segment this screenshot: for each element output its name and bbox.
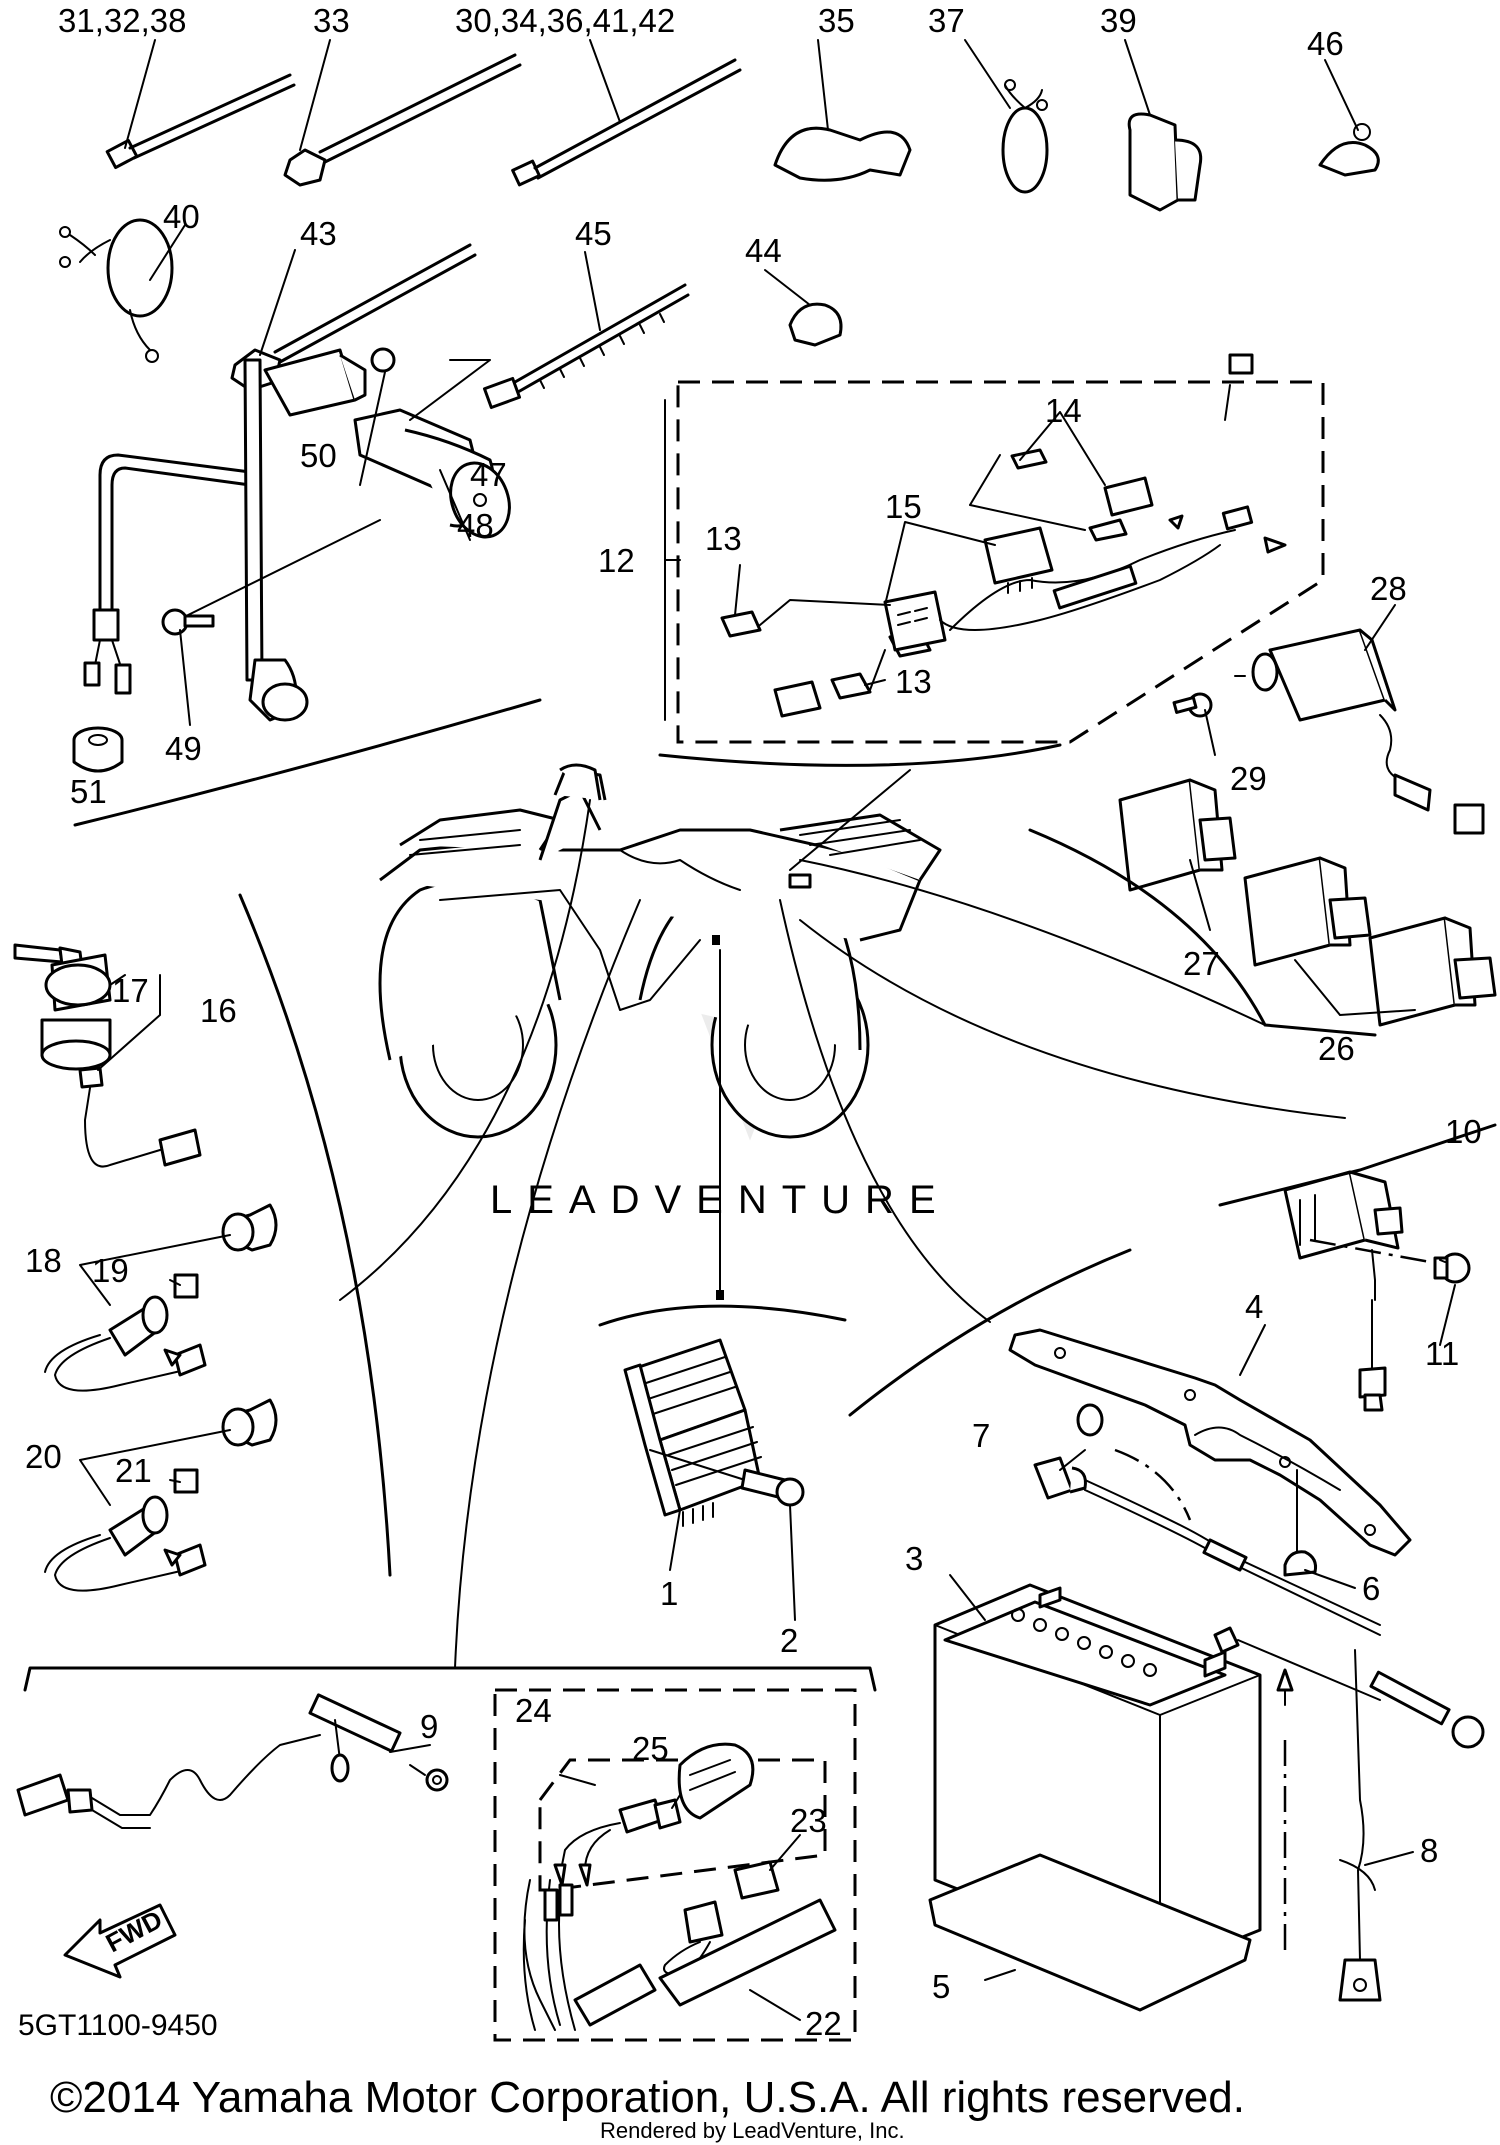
- callout-48: 48: [457, 507, 494, 544]
- callout-17: 17: [112, 972, 149, 1009]
- callout-5: 5: [932, 1968, 950, 2005]
- wire-harness-9: [16, 1693, 449, 1829]
- battery-bracket-4: [1008, 1328, 1412, 1557]
- callout-51: 51: [70, 773, 107, 810]
- callout-8: 8: [1420, 1832, 1438, 1869]
- callout-18: 18: [25, 1242, 62, 1279]
- cable-tie-31-32-38: [105, 73, 296, 170]
- callout-13b: 13: [895, 663, 932, 700]
- throttle-assembly: [72, 347, 511, 773]
- callout-10: 10: [1445, 1113, 1482, 1150]
- clip-44: [788, 302, 843, 347]
- group-bracket-bottom: [23, 1666, 877, 1692]
- callout-43: 43: [300, 215, 337, 252]
- callout-31-32-38: 31,32,38: [58, 2, 186, 39]
- clip-35: [773, 126, 912, 182]
- indicator-light-20: [44, 1398, 278, 1592]
- diagram-code: 5GT1100-9450: [18, 2009, 218, 2042]
- clamp-39: [1127, 112, 1203, 212]
- callout-28: 28: [1370, 570, 1407, 607]
- leader-lines: [79, 39, 1456, 2021]
- callout-47: 47: [470, 456, 507, 493]
- positive-lead-7: [1033, 1403, 1381, 1636]
- callout-2: 2: [780, 1622, 798, 1659]
- callouts: 31,32,38 33 30,34,36,41,42 35 37 39 46 4…: [25, 2, 1482, 2042]
- cdi-unit-28: [1172, 628, 1485, 835]
- relay-27: [1118, 778, 1237, 892]
- callout-6: 6: [1362, 1570, 1380, 1607]
- callout-16: 16: [200, 992, 237, 1029]
- atv-outline: [378, 763, 942, 1139]
- callout-29: 29: [1230, 760, 1267, 797]
- callout-40: 40: [163, 198, 200, 235]
- damper-6: [1283, 1469, 1317, 1577]
- leader-starter-to-atv: [799, 919, 1346, 1119]
- callout-23: 23: [790, 1802, 827, 1839]
- leader-harness-to-atv: [454, 899, 641, 1669]
- watermark-text: LEADVENTURE: [490, 1178, 951, 1222]
- group-bracket-throttle: [73, 698, 542, 827]
- callout-7: 7: [972, 1417, 990, 1454]
- callout-30-34-36-41-42: 30,34,36,41,42: [455, 2, 675, 39]
- relay-box-22: [493, 1688, 857, 2042]
- clip-46: [1318, 123, 1380, 177]
- group-bracket-battery: [848, 1248, 1132, 1417]
- group-bracket-starter: [1218, 1123, 1497, 1207]
- callout-33: 33: [313, 2, 350, 39]
- callout-15: 15: [885, 488, 922, 525]
- callout-26: 26: [1318, 1030, 1355, 1067]
- relay-26b: [1368, 916, 1497, 1027]
- callout-20: 20: [25, 1438, 62, 1475]
- band-40: [59, 218, 174, 363]
- leader-battery-to-atv: [779, 899, 991, 1323]
- callout-11: 11: [1425, 1335, 1459, 1372]
- callout-9: 9: [420, 1708, 438, 1745]
- relay-26a: [1243, 856, 1372, 967]
- starter-relay-10: [1283, 1170, 1471, 1412]
- callout-19: 19: [92, 1252, 129, 1289]
- callout-14: 14: [1045, 392, 1082, 429]
- callout-39: 39: [1100, 2, 1137, 39]
- main-switch-16: [13, 943, 202, 1168]
- cable-tie-33: [283, 53, 522, 187]
- callout-13a: 13: [705, 520, 742, 557]
- rendered-by: Rendered by LeadVenture, Inc.: [600, 2118, 905, 2143]
- callout-27: 27: [1183, 945, 1220, 982]
- leader-12-to-atv: [789, 769, 911, 871]
- callout-49: 49: [165, 730, 202, 767]
- callout-4: 4: [1245, 1288, 1263, 1325]
- callout-1: 1: [660, 1575, 678, 1612]
- callout-50: 50: [300, 437, 337, 474]
- callout-12: 12: [598, 542, 635, 579]
- battery-pad-5: [928, 1853, 1252, 2012]
- group-bracket-relays: [1028, 828, 1377, 1037]
- callout-45: 45: [575, 215, 612, 252]
- callout-35: 35: [818, 2, 855, 39]
- fwd-arrow: FWD: [63, 1903, 177, 1979]
- callout-25: 25: [632, 1730, 669, 1767]
- leader-relays-to-atv: [799, 859, 1266, 1026]
- callout-37: 37: [928, 2, 965, 39]
- group-bracket-rectifier: [598, 1304, 847, 1327]
- relay-kit-box: [658, 353, 1325, 767]
- callout-46: 46: [1307, 25, 1344, 62]
- cable-tie-30-34-36-41-42: [511, 58, 742, 187]
- leader-rectifier-dot: [716, 1290, 724, 1300]
- callout-44: 44: [745, 232, 782, 269]
- callout-21: 21: [115, 1452, 152, 1489]
- negative-lead-8: [1213, 1626, 1485, 2002]
- rectifier-regulator-1: [623, 1338, 805, 1527]
- leader-switch-to-atv: [339, 799, 591, 1301]
- group-bracket-lights: [238, 893, 392, 1577]
- callout-24: 24: [515, 1692, 552, 1729]
- callout-3: 3: [905, 1540, 923, 1577]
- indicator-light-18: [44, 1203, 278, 1392]
- cable-tie-45: [482, 283, 690, 410]
- copyright-notice: ©2014 Yamaha Motor Corporation, U.S.A. A…: [50, 2073, 1245, 2122]
- band-37: [1001, 79, 1049, 194]
- callout-22: 22: [805, 2005, 842, 2042]
